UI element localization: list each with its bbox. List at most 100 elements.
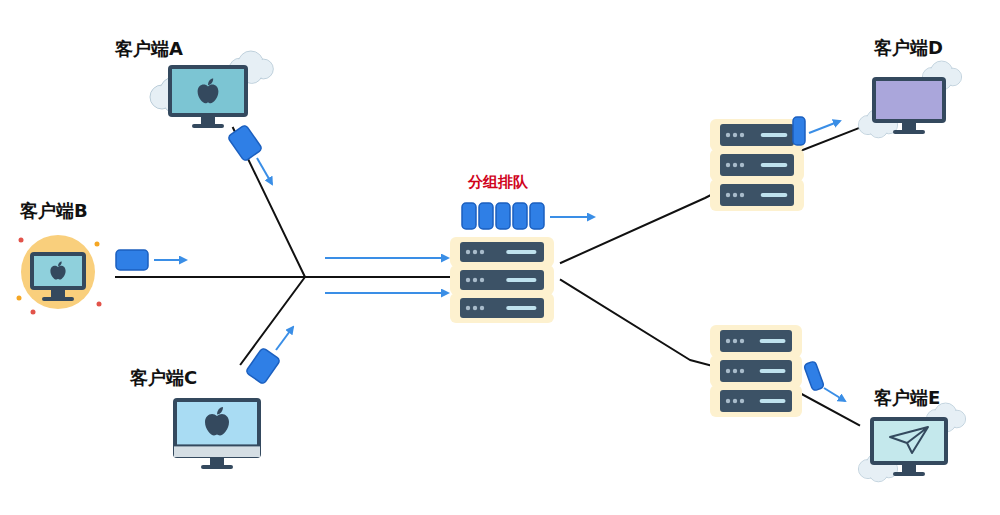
server-bar — [506, 278, 536, 282]
monitor — [30, 252, 86, 301]
icon-group — [858, 403, 965, 482]
monitor — [173, 398, 261, 469]
client-c: 客户端C — [125, 365, 265, 470]
network-link — [240, 277, 450, 365]
server-unit — [720, 124, 794, 146]
apple-logo — [50, 261, 65, 279]
monitor-screen — [874, 421, 944, 461]
monitor — [872, 77, 946, 134]
monitor-base — [201, 465, 233, 469]
server-unit — [720, 390, 792, 412]
server-led — [726, 399, 730, 403]
server-led — [466, 250, 470, 254]
monitor — [168, 65, 248, 128]
server-glow — [710, 119, 804, 151]
node-icon — [450, 170, 560, 320]
server-led — [733, 193, 737, 197]
server-glow — [710, 385, 802, 417]
server-led — [480, 306, 484, 310]
flow-arrow — [824, 388, 845, 401]
server-led — [473, 306, 477, 310]
apple-body — [198, 85, 219, 104]
server-led — [733, 339, 737, 343]
server-bar — [761, 133, 788, 137]
flow-arrow — [809, 121, 840, 133]
server-unit — [720, 154, 794, 176]
packet — [245, 347, 280, 384]
icon-group — [17, 235, 102, 315]
server-led — [740, 163, 744, 167]
queued-packet — [496, 203, 510, 229]
flow-arrow — [550, 216, 594, 218]
client-d: 客户端D — [860, 35, 955, 145]
server-led — [740, 193, 744, 197]
monitor-chin — [174, 446, 260, 457]
queued-packet — [479, 203, 493, 229]
monitor-frame — [872, 77, 946, 123]
server-glow — [450, 265, 554, 295]
flow-arrow — [257, 158, 272, 184]
server-led — [733, 163, 737, 167]
server-glow — [450, 293, 554, 323]
flow-arrow — [276, 327, 293, 350]
monitor-frame — [168, 65, 248, 117]
queued-packet — [513, 203, 527, 229]
server-led — [740, 133, 744, 137]
queued-packet — [530, 203, 544, 229]
server-led — [466, 278, 470, 282]
apple-logo — [205, 407, 229, 436]
monitor-base — [42, 297, 74, 301]
server-unit — [460, 298, 544, 318]
monitor-frame — [30, 252, 86, 290]
monitor-screen — [876, 81, 942, 119]
server-bar — [506, 306, 536, 310]
apple-leaf — [217, 407, 223, 415]
apple-leaf — [208, 79, 213, 86]
queued-packet — [462, 203, 476, 229]
server-led — [473, 250, 477, 254]
icon-group — [450, 203, 554, 323]
server-led — [740, 399, 744, 403]
server — [450, 237, 554, 323]
server-led — [733, 399, 737, 403]
icon-group — [150, 51, 273, 128]
server-led — [480, 278, 484, 282]
monitor-base — [192, 124, 224, 128]
server-bar — [506, 250, 536, 254]
badge-dot — [97, 302, 102, 307]
server-led — [733, 369, 737, 373]
server — [710, 325, 802, 417]
badge-dot — [19, 238, 24, 243]
queue-router: 分组排队 — [450, 170, 560, 320]
client-b: 客户端B — [15, 200, 115, 312]
network-link — [560, 128, 860, 264]
icon-group — [173, 398, 261, 469]
client-e: 客户端E — [860, 385, 955, 490]
node-label: 客户端C — [130, 367, 197, 390]
monitor — [870, 417, 948, 476]
server-led — [466, 306, 470, 310]
server-led — [733, 133, 737, 137]
server-glow — [450, 237, 554, 267]
server-led — [726, 163, 730, 167]
packet — [804, 361, 825, 391]
server-led — [473, 278, 477, 282]
server-led — [726, 133, 730, 137]
server-glow — [710, 355, 802, 387]
server-bar — [761, 193, 788, 197]
server-bar — [760, 399, 786, 403]
flow-arrow — [325, 257, 448, 259]
server-glow — [710, 179, 804, 211]
network-link — [233, 127, 450, 277]
badge-dot — [17, 296, 22, 301]
apple-body — [50, 266, 65, 280]
node-label: 客户端B — [20, 200, 88, 223]
node-label: 客户端E — [874, 387, 940, 410]
server-led — [726, 339, 730, 343]
server-led — [726, 369, 730, 373]
server-bar — [761, 163, 788, 167]
server — [710, 119, 804, 211]
monitor-base — [893, 130, 925, 134]
paper-plane — [890, 427, 928, 453]
monitor-frame — [870, 417, 948, 465]
